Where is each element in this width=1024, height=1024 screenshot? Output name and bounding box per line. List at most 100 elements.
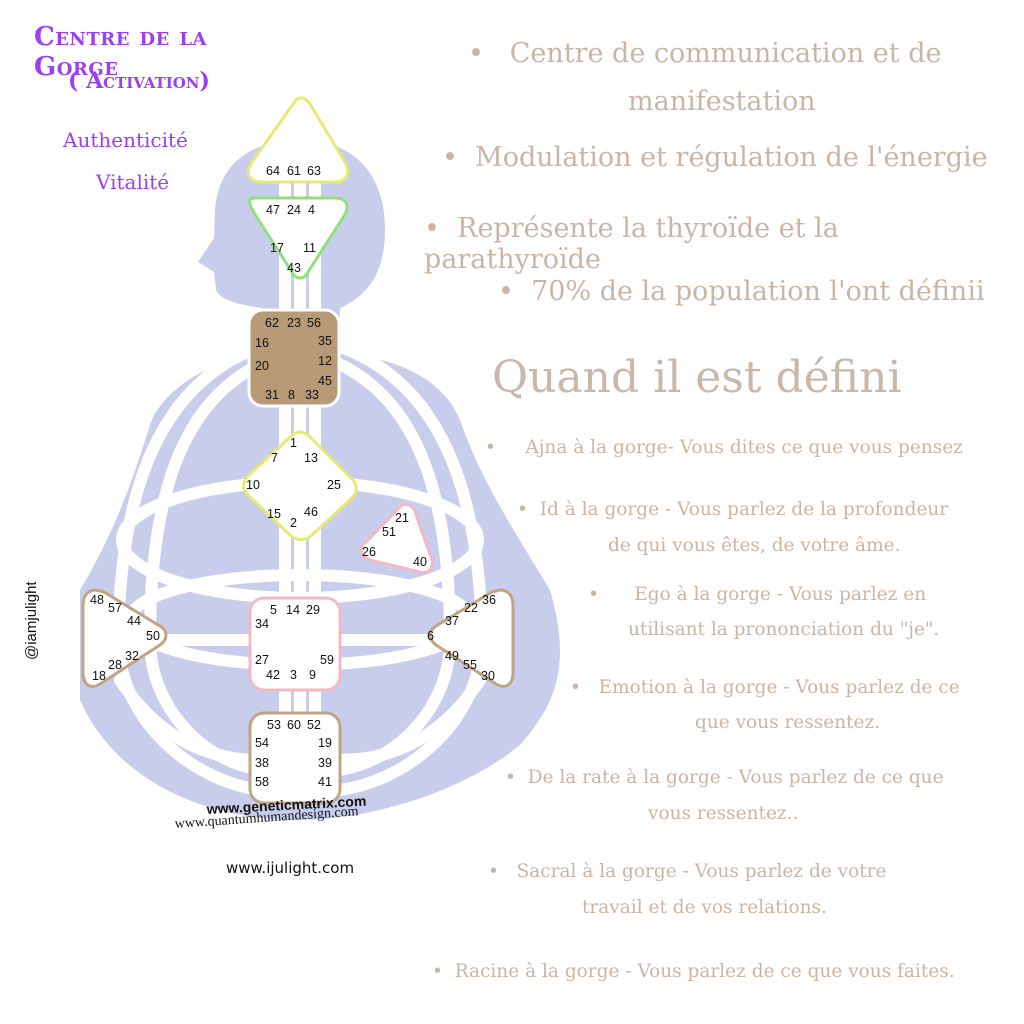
- gate-label: 4: [308, 203, 315, 217]
- connection-spleen: • De la rate à la gorge - Vous parlez de…: [505, 760, 944, 796]
- gate-label: 20: [255, 359, 269, 373]
- bullet-dot: •: [488, 861, 499, 882]
- connection-id-cont: de qui vous êtes, de votre âme.: [608, 535, 901, 556]
- gate-label: 52: [307, 718, 321, 732]
- bullet-text: 70% de la population l'ont définii: [531, 276, 985, 307]
- ego-center: [359, 503, 434, 574]
- gate-label: 6: [427, 629, 434, 643]
- bullet-dot: •: [468, 38, 484, 69]
- connection-text: Emotion à la gorge - Vous parlez de ce: [598, 677, 960, 698]
- keyword-vitality: Vitalité: [96, 170, 170, 194]
- gate-label: 40: [413, 555, 427, 569]
- bullet-dot: •: [517, 499, 528, 520]
- connection-emotion: • Emotion à la gorge - Vous parlez de ce: [570, 670, 960, 706]
- gate-label: 15: [267, 507, 281, 521]
- gate-label: 59: [320, 653, 334, 667]
- ajna-center: [247, 196, 349, 280]
- gate-label: 22: [464, 601, 478, 615]
- gate-label: 18: [92, 669, 106, 683]
- gate-label: 62: [265, 316, 279, 330]
- gate-label: 29: [306, 603, 320, 617]
- gate-label: 47: [266, 203, 280, 217]
- gate-label: 57: [108, 601, 122, 615]
- bullet-text: Centre de communication et de: [509, 38, 942, 69]
- keyword-authenticity: Authenticité: [63, 128, 188, 152]
- gate-label: 10: [246, 478, 260, 492]
- gate-label: 23: [287, 316, 301, 330]
- gate-label: 7: [271, 451, 278, 465]
- bullet-4: • 70% de la population l'ont définii: [498, 276, 985, 307]
- connection-emotion-cont: que vous ressentez.: [695, 712, 881, 733]
- gate-label: 56: [307, 316, 321, 330]
- gate-label: 19: [318, 736, 332, 750]
- connection-ego-cont: utilisant la prononciation du "je".: [628, 619, 940, 640]
- bullet-2: • Modulation et régulation de l'énergie: [442, 142, 988, 173]
- gate-label: 21: [395, 511, 409, 525]
- gate-label: 49: [445, 649, 459, 663]
- throat-center: [247, 308, 341, 408]
- gate-label: 27: [255, 653, 269, 667]
- gate-label: 43: [287, 261, 301, 275]
- connection-ego: • Ego à la gorge - Vous parlez en: [588, 577, 926, 613]
- gate-label: 63: [307, 164, 321, 178]
- gate-label: 61: [287, 164, 301, 178]
- g-center: [242, 430, 358, 541]
- connection-spleen-cont: vous ressentez..: [648, 803, 799, 824]
- bullet-dot: •: [570, 677, 581, 698]
- bullet-3: • Représente la thyroïde et la parathyro…: [424, 213, 1024, 275]
- page-title: Centre de la Gorge: [34, 22, 207, 82]
- gate-label: 64: [266, 164, 280, 178]
- gate-label: 30: [481, 669, 495, 683]
- gate-label: 11: [303, 241, 316, 255]
- bullet-dot: •: [442, 142, 458, 173]
- gate-numbers: 64 61 63 47 24 4 17 11 43 62 23 56 16 35…: [90, 164, 496, 789]
- section-heading: Quand il est défini: [492, 352, 902, 403]
- connection-text: Id à la gorge - Vous parlez de la profon…: [539, 499, 949, 520]
- page-subtitle: ( Activation): [68, 68, 210, 94]
- gate-label: 3: [290, 668, 297, 682]
- gate-label: 1: [290, 436, 297, 450]
- bullet-1-cont: manifestation: [628, 86, 816, 117]
- gate-label: 50: [146, 629, 160, 643]
- gate-label: 51: [382, 525, 396, 539]
- gate-label: 60: [287, 718, 301, 732]
- bullet-text: Modulation et régulation de l'énergie: [475, 142, 988, 173]
- credit-ijulight: www.ijulight.com: [226, 859, 355, 877]
- spleen-center: [81, 588, 168, 688]
- gate-label: 28: [108, 658, 122, 672]
- connection-text: Sacral à la gorge - Vous parlez de votre: [516, 861, 887, 882]
- head-center: [246, 96, 350, 184]
- gate-label: 32: [125, 649, 139, 663]
- gate-label: 17: [270, 241, 284, 255]
- credit-handle: @iamjulight: [23, 581, 40, 660]
- bullet-dot: •: [485, 437, 496, 458]
- gate-label: 31: [265, 388, 279, 402]
- bullet-dot: •: [505, 767, 516, 788]
- gate-label: 38: [255, 756, 269, 770]
- gate-label: 44: [127, 614, 141, 628]
- gate-label: 2: [290, 516, 297, 530]
- gate-label: 24: [287, 203, 301, 217]
- bullet-text: Représente la thyroïde et la parathyroïd…: [424, 213, 839, 275]
- connection-text: De la rate à la gorge - Vous parlez de c…: [527, 767, 944, 788]
- connection-text: Ajna à la gorge- Vous dites ce que vous …: [525, 437, 963, 458]
- root-center: [248, 711, 342, 805]
- gate-label: 55: [463, 658, 477, 672]
- gate-label: 46: [304, 505, 318, 519]
- connection-root: • Racine à la gorge - Vous parlez de ce …: [432, 954, 955, 990]
- sacral-center: [248, 596, 342, 692]
- gate-label: 13: [304, 451, 318, 465]
- gate-label: 41: [318, 775, 332, 789]
- gate-label: 33: [305, 388, 319, 402]
- gate-label: 5: [270, 603, 277, 617]
- connection-text: Ego à la gorge - Vous parlez en: [634, 584, 927, 605]
- gate-label: 39: [318, 756, 332, 770]
- bullet-dot: •: [432, 961, 443, 982]
- gate-label: 35: [318, 334, 332, 348]
- solar-plexus-center: [428, 588, 515, 688]
- gate-label: 12: [318, 354, 332, 368]
- connection-sacral: • Sacral à la gorge - Vous parlez de vot…: [488, 854, 886, 890]
- connection-ajna: • Ajna à la gorge- Vous dites ce que vou…: [485, 430, 963, 466]
